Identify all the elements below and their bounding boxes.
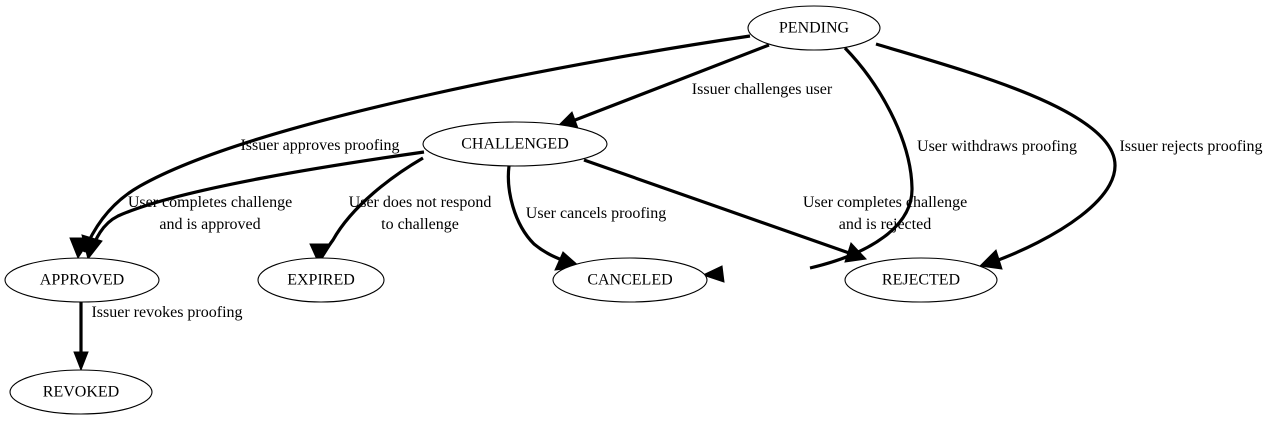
state-node-label-expired: EXPIRED: [287, 272, 355, 289]
state-node-label-revoked: REVOKED: [43, 384, 119, 401]
nodes-layer: PENDING CHALLENGED APPROVED EXPIRED CANCELED…: [4, 5, 998, 415]
state-node-shape-revoked[interactable]: [9, 369, 153, 415]
state-node-pending[interactable]: PENDING: [747, 5, 881, 51]
edge-labels-layer: Issuer approves proofing Issuer challenge…: [91, 81, 1262, 321]
state-node-shape-approved[interactable]: [4, 257, 160, 303]
edges-layer: [69, 34, 1117, 372]
arrowhead-icon-pending-rejected: [978, 249, 1003, 270]
state-node-label-challenged: CHALLENGED: [461, 136, 569, 153]
edge-challenged-expired: [309, 156, 424, 266]
arrowhead-icon-approved-revoked: [73, 351, 89, 372]
edge-pending-rejected: [875, 42, 1117, 270]
edge-pending-canceled: [701, 46, 914, 283]
state-node-revoked[interactable]: REVOKED: [9, 369, 153, 415]
arrowhead-icon-challenged-expired: [309, 243, 331, 266]
state-node-canceled[interactable]: CANCELED: [552, 257, 708, 303]
arrowhead-icon-pending-canceled: [701, 265, 725, 283]
state-node-shape-pending[interactable]: [747, 5, 881, 51]
edge-line-pending-approved: [82, 34, 751, 253]
state-node-challenged[interactable]: CHALLENGED: [422, 121, 608, 167]
state-node-label-rejected: REJECTED: [882, 272, 960, 289]
edge-label-pending-rejected: Issuer rejects proofing: [1119, 138, 1262, 155]
state-node-approved[interactable]: APPROVED: [4, 257, 160, 303]
edge-challenged-rejected: [583, 158, 868, 263]
edge-line-challenged-canceled: [506, 165, 568, 264]
state-node-shape-canceled[interactable]: [552, 257, 708, 303]
edge-line-pending-rejected: [875, 42, 1117, 264]
state-node-shape-rejected[interactable]: [844, 257, 998, 303]
state-node-label-canceled: CANCELED: [587, 272, 672, 289]
edge-label-approved-revoked: Issuer revokes proofing: [91, 304, 242, 321]
arrowhead-icon-challenged-rejected: [844, 242, 868, 263]
edge-label-pending-canceled: User withdraws proofing: [917, 138, 1077, 155]
state-node-expired[interactable]: EXPIRED: [257, 257, 385, 303]
state-node-shape-challenged[interactable]: [422, 121, 608, 167]
edge-label-challenged-canceled: User cancels proofing: [526, 205, 666, 222]
arrowhead-icon-challenged-approved: [81, 234, 103, 261]
state-node-label-approved: APPROVED: [40, 272, 124, 289]
edge-line-pending-canceled: [809, 46, 914, 270]
edge-line-pending-challenged: [569, 43, 770, 124]
state-node-label-pending: PENDING: [779, 20, 850, 37]
state-node-shape-expired[interactable]: [257, 257, 385, 303]
edge-challenged-approved: [81, 150, 425, 261]
state-node-rejected[interactable]: REJECTED: [844, 257, 998, 303]
edge-approved-revoked: [73, 302, 89, 372]
edge-label-pending-approved: Issuer approves proofing: [240, 137, 399, 154]
edge-line-challenged-rejected: [583, 158, 853, 256]
edge-line-challenged-approved: [89, 150, 425, 253]
edge-label-pending-challenged: Issuer challenges user: [692, 81, 833, 98]
